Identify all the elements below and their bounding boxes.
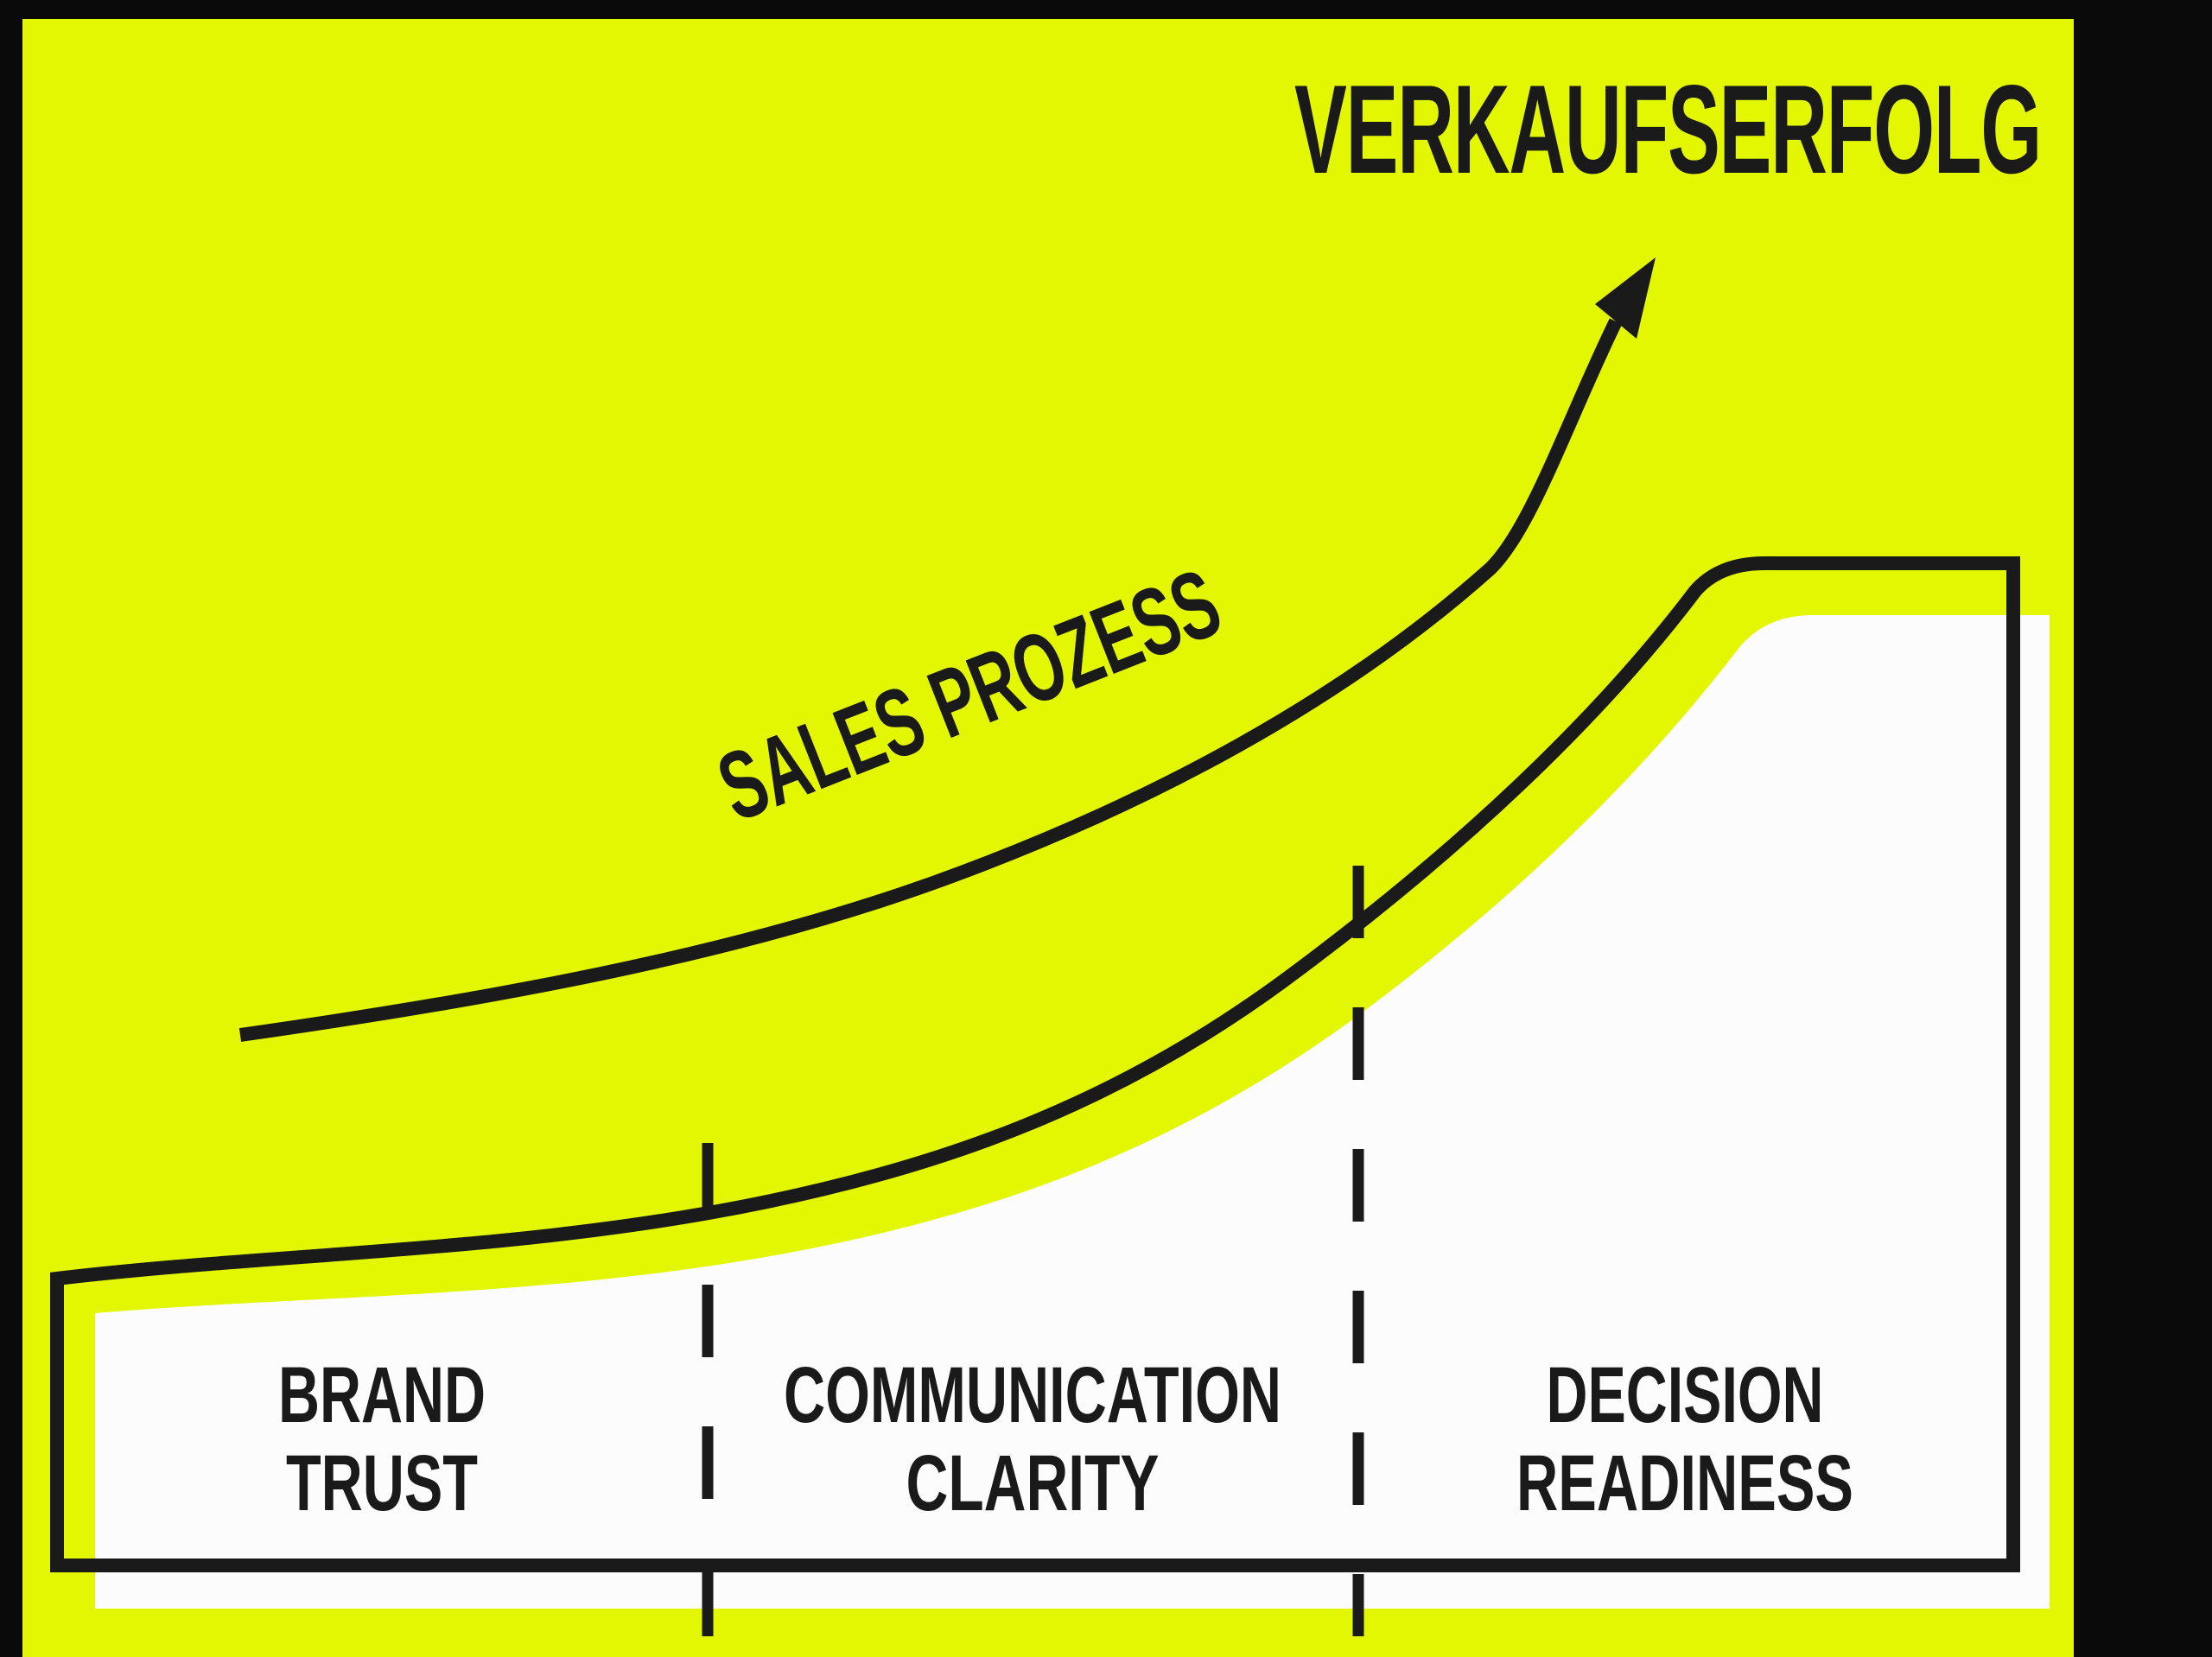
stage-label-communication-clarity: COMMUNICATION CLARITY [784, 1351, 1281, 1527]
page-title: VERKAUFSERFOLG [1294, 59, 2041, 200]
arrowhead-icon [1595, 257, 1656, 339]
stage1-line2: TRUST [286, 1439, 478, 1527]
stage3-line2: READINESS [1516, 1439, 1853, 1527]
stage3-line1: DECISION [1547, 1351, 1824, 1439]
stage-label-brand-trust: BRAND TRUST [278, 1351, 486, 1527]
stage2-line1: COMMUNICATION [784, 1351, 1281, 1439]
sales-process-curve [238, 318, 1623, 1042]
white-area-shape [95, 615, 2050, 1609]
stage-label-decision-readiness: DECISION READINESS [1516, 1351, 1853, 1527]
stage2-line2: CLARITY [906, 1439, 1160, 1527]
stage1-line1: BRAND [278, 1351, 486, 1439]
stage-outline-box [50, 556, 2020, 1572]
